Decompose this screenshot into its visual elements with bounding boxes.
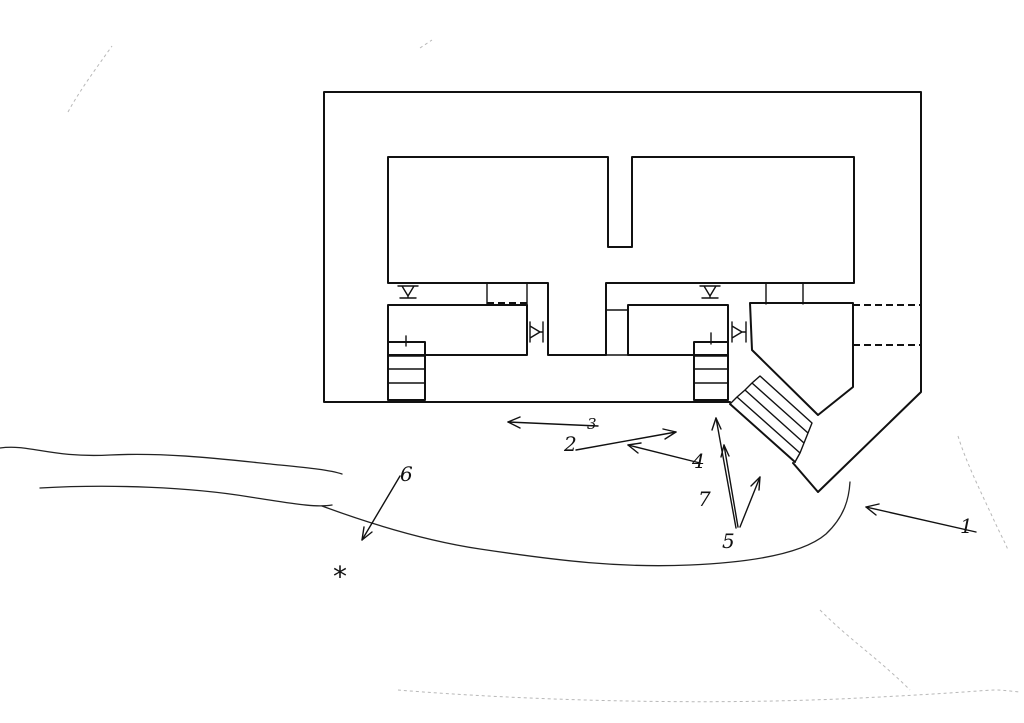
middle-small-box — [605, 309, 629, 356]
embrasure-icon — [397, 285, 419, 299]
faint-stroke-top — [419, 39, 433, 49]
ground-curve — [321, 481, 851, 567]
arrow-5-left — [711, 417, 737, 529]
embrasure-icon — [699, 285, 721, 299]
stairs-middle-steps — [693, 355, 729, 384]
arrowhead-icon — [361, 526, 373, 541]
faint-stroke-top-left — [67, 45, 113, 113]
arrow-6 — [361, 475, 401, 541]
stairs-left-steps — [387, 355, 426, 384]
star-marker: * — [333, 560, 347, 593]
faint-stroke-bottom — [397, 689, 1021, 703]
terrain — [0, 446, 851, 567]
faint-stroke-bottom-2 — [819, 609, 911, 691]
arrowhead-icon — [662, 428, 677, 440]
stairs-angled-steps — [729, 375, 813, 463]
faint-stroke-right — [957, 435, 1009, 551]
wedge-room — [749, 302, 854, 416]
embrasure-icon — [529, 321, 544, 343]
arrow-1 — [865, 503, 977, 533]
arrowhead-icon — [627, 442, 642, 454]
arrow-5-right — [739, 476, 761, 528]
arrow-4 — [627, 442, 701, 464]
lower-middle-room — [627, 304, 729, 356]
connector-box-left — [486, 282, 528, 306]
arrowhead-icon — [865, 503, 880, 516]
label-5: 5 — [722, 529, 735, 553]
label-7: 7 — [698, 487, 711, 511]
lower-left-room — [387, 304, 528, 356]
stairs-angled-base — [729, 403, 796, 463]
arrowhead-icon — [507, 416, 521, 429]
arrowhead-icon — [750, 476, 761, 491]
label-4: 4 — [691, 449, 705, 473]
arrow-3 — [507, 416, 599, 429]
arrowhead-icon — [711, 417, 722, 431]
connector-box-right — [765, 282, 804, 305]
road-upper-edge — [0, 446, 343, 475]
label-1: 1 — [960, 514, 973, 538]
stairs-left — [387, 335, 426, 401]
label-2: 2 — [563, 432, 577, 456]
stairs-middle — [693, 332, 729, 401]
faint-marks — [67, 39, 1021, 703]
stairs-left-box — [387, 341, 426, 401]
arrowhead-icon — [720, 444, 730, 458]
arrow-2 — [575, 428, 677, 451]
embrasure-icon — [731, 321, 747, 343]
upper-rooms — [387, 156, 855, 356]
label-3: 3 — [587, 415, 597, 433]
outer-wall — [323, 91, 922, 493]
label-6: 6 — [400, 462, 413, 486]
stairs-angled — [729, 375, 813, 463]
arrow-5-middle — [720, 444, 739, 528]
stairs-middle-box — [693, 341, 729, 401]
road-lower-edge — [39, 485, 333, 507]
